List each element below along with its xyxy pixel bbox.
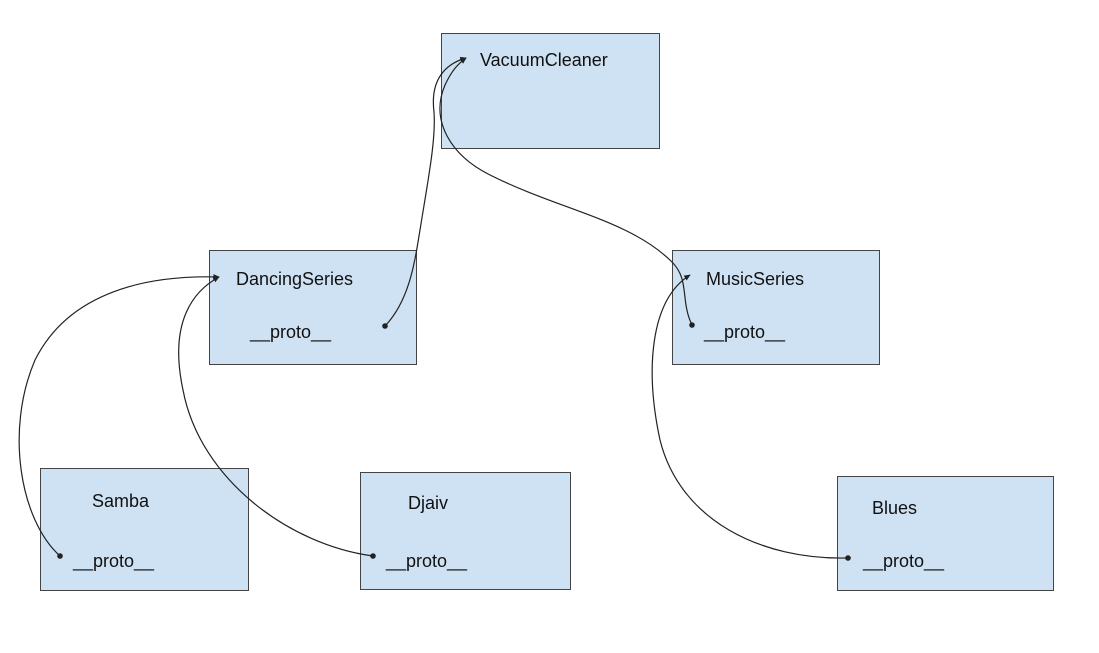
proto-label: __proto__ (863, 551, 945, 571)
node-title: Samba (92, 491, 150, 511)
node-title: VacuumCleaner (480, 50, 608, 70)
node-title: MusicSeries (706, 269, 805, 289)
node-title: Djaiv (408, 493, 449, 513)
proto-label: __proto__ (73, 551, 155, 571)
node-blues: Blues __proto__ (837, 476, 1054, 591)
proto-label: __proto__ (386, 551, 468, 571)
node-title: Blues (872, 498, 918, 518)
node-dancingseries: DancingSeries __proto__ (209, 250, 417, 365)
node-vacuumcleaner: VacuumCleaner (441, 33, 660, 149)
node-title: DancingSeries (236, 269, 354, 289)
node-djaiv: Djaiv __proto__ (360, 472, 571, 590)
proto-label: __proto__ (250, 322, 332, 342)
proto-label: __proto__ (704, 322, 786, 342)
node-samba: Samba __proto__ (40, 468, 249, 591)
node-musicseries: MusicSeries __proto__ (672, 250, 880, 365)
